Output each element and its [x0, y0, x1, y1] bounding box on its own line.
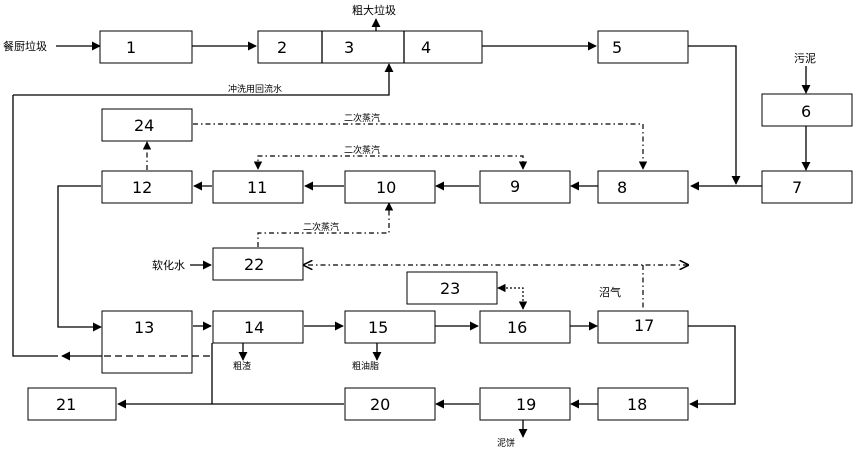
box-10 — [344, 170, 436, 204]
rinse-water-to-3 — [13, 63, 394, 96]
box-7-label: 7 — [792, 178, 802, 197]
arrow-17-to-18 — [688, 325, 736, 409]
box-9-label: 9 — [510, 177, 520, 196]
steam-22-to-10 — [257, 202, 394, 247]
box-1-label: 1 — [126, 38, 136, 57]
label-crude-residue: 粗渣 — [233, 360, 251, 372]
box-17 — [597, 310, 689, 344]
box-numbers: 1 2 3 4 5 6 7 8 9 10 11 12 24 22 23 13 1… — [56, 38, 811, 414]
box-19-label: 19 — [516, 395, 536, 414]
box-16-label: 16 — [507, 318, 527, 337]
label-secondary-steam-11: 二次蒸汽 — [344, 144, 380, 156]
boxes — [27, 30, 853, 421]
box-4-label: 4 — [421, 38, 431, 57]
box-8 — [597, 170, 689, 204]
arrow-12-to-13 — [57, 185, 102, 332]
box-18-label: 18 — [627, 395, 647, 414]
box-18 — [597, 387, 689, 421]
rinse-water-left — [12, 95, 58, 357]
box-12 — [101, 170, 193, 204]
box-6 — [761, 93, 853, 127]
box-6-label: 6 — [801, 102, 811, 121]
box-24-label: 24 — [134, 116, 154, 135]
box-20-label: 20 — [370, 395, 390, 414]
box-14-label: 14 — [244, 318, 264, 337]
box-2-label: 2 — [277, 38, 287, 57]
box-22-label: 22 — [244, 255, 264, 274]
box-13-label: 13 — [134, 318, 154, 337]
box-1 — [99, 30, 193, 64]
box-7 — [761, 170, 853, 204]
box-2-3-4 — [257, 30, 483, 64]
box-12-label: 12 — [132, 178, 152, 197]
box-11 — [212, 170, 304, 204]
box-24 — [101, 108, 193, 142]
box-21-label: 21 — [56, 395, 76, 414]
box-22 — [212, 247, 304, 281]
connectors — [12, 18, 811, 438]
box-13 — [101, 310, 193, 374]
label-sludge: 污泥 — [794, 52, 816, 65]
box-23-label: 23 — [440, 279, 460, 298]
steam-24-to-8 — [193, 123, 648, 170]
box-11-label: 11 — [247, 178, 267, 197]
label-crude-oil: 粗油脂 — [352, 360, 379, 372]
box-17-label: 17 — [634, 316, 654, 335]
box-16 — [479, 310, 571, 344]
box-15 — [344, 310, 436, 344]
label-kitchen-waste: 餐厨垃圾 — [3, 39, 47, 53]
box-8-label: 8 — [617, 178, 627, 197]
box-14 — [212, 310, 304, 344]
box-5-label: 5 — [612, 38, 622, 57]
box-5 — [597, 30, 689, 64]
box-19 — [479, 387, 571, 421]
arrow-5-to-8 — [688, 45, 741, 185]
arrow-23-to-16 — [497, 283, 528, 310]
label-coarse-garbage: 粗大垃圾 — [352, 3, 396, 17]
label-secondary-steam-22: 二次蒸汽 — [303, 221, 339, 233]
label-soft-water: 软化水 — [152, 258, 185, 272]
box-9 — [479, 170, 571, 204]
box-23 — [406, 271, 498, 305]
steam-11-to-9 — [253, 155, 528, 170]
label-rinse-water: 冲洗用回流水 — [228, 83, 282, 95]
box-21 — [27, 387, 117, 421]
box-10-label: 10 — [376, 178, 396, 197]
label-sludge-cake: 泥饼 — [497, 437, 515, 449]
box-20 — [344, 387, 436, 421]
box-15-label: 15 — [368, 318, 388, 337]
box-3-label: 3 — [344, 38, 354, 57]
label-secondary-steam-24: 二次蒸汽 — [344, 112, 380, 124]
annotations: 餐厨垃圾 粗大垃圾 污泥 冲洗用回流水 二次蒸汽 二次蒸汽 二次蒸汽 软化水 沼… — [3, 3, 816, 449]
label-biogas: 沼气 — [599, 285, 621, 299]
